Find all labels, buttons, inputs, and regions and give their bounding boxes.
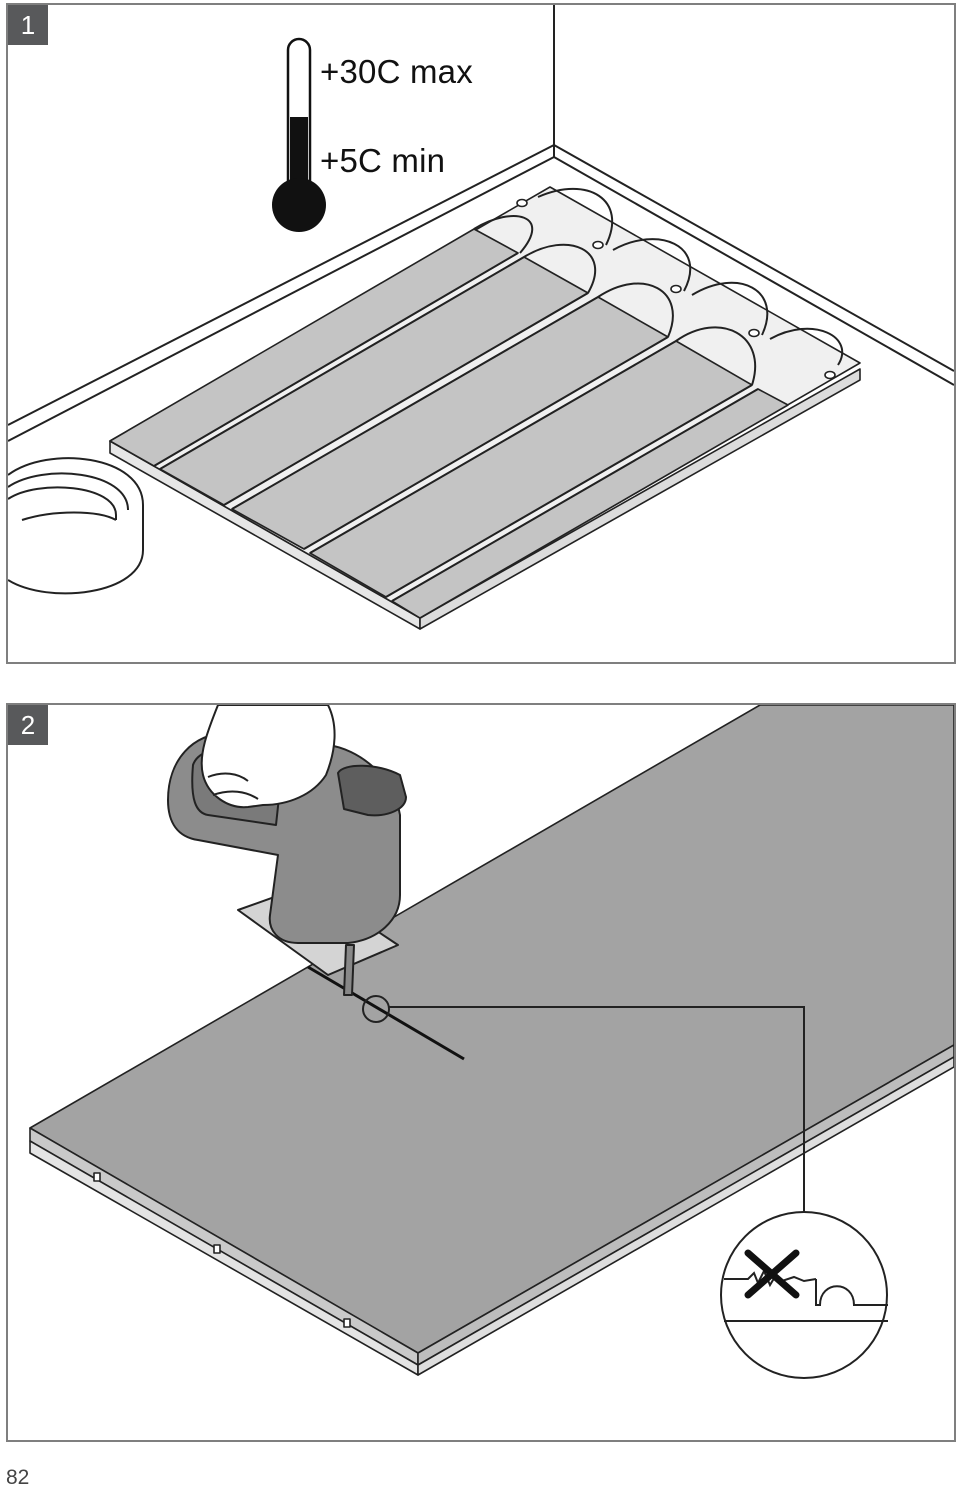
detail-callout	[362, 995, 888, 1379]
detail-view	[724, 1249, 888, 1322]
step-2-illustration	[29, 705, 954, 1379]
hand-icon	[200, 705, 336, 809]
insulation-board	[29, 705, 954, 1376]
pipe-return-bends	[473, 187, 844, 386]
step-2-panel: 2	[6, 703, 956, 1442]
room-corner-lines	[8, 5, 954, 442]
cut-line	[307, 965, 465, 1061]
edge-strip-roll	[8, 457, 144, 595]
panel-studs	[516, 198, 836, 380]
step-1-badge: 1	[8, 5, 48, 45]
step-1-illustration	[8, 5, 954, 630]
temperature-min-label: +5C min	[320, 142, 446, 179]
temperature-max-label: +30C max	[320, 53, 473, 90]
floor-heating-panel	[109, 186, 861, 630]
thermometer-icon	[272, 37, 326, 232]
page-number: 82	[6, 1466, 30, 1489]
step-2-badge: 2	[8, 705, 48, 745]
step-1-panel: 1 +30C max +5C min	[6, 3, 956, 664]
no-icon	[744, 1249, 800, 1299]
